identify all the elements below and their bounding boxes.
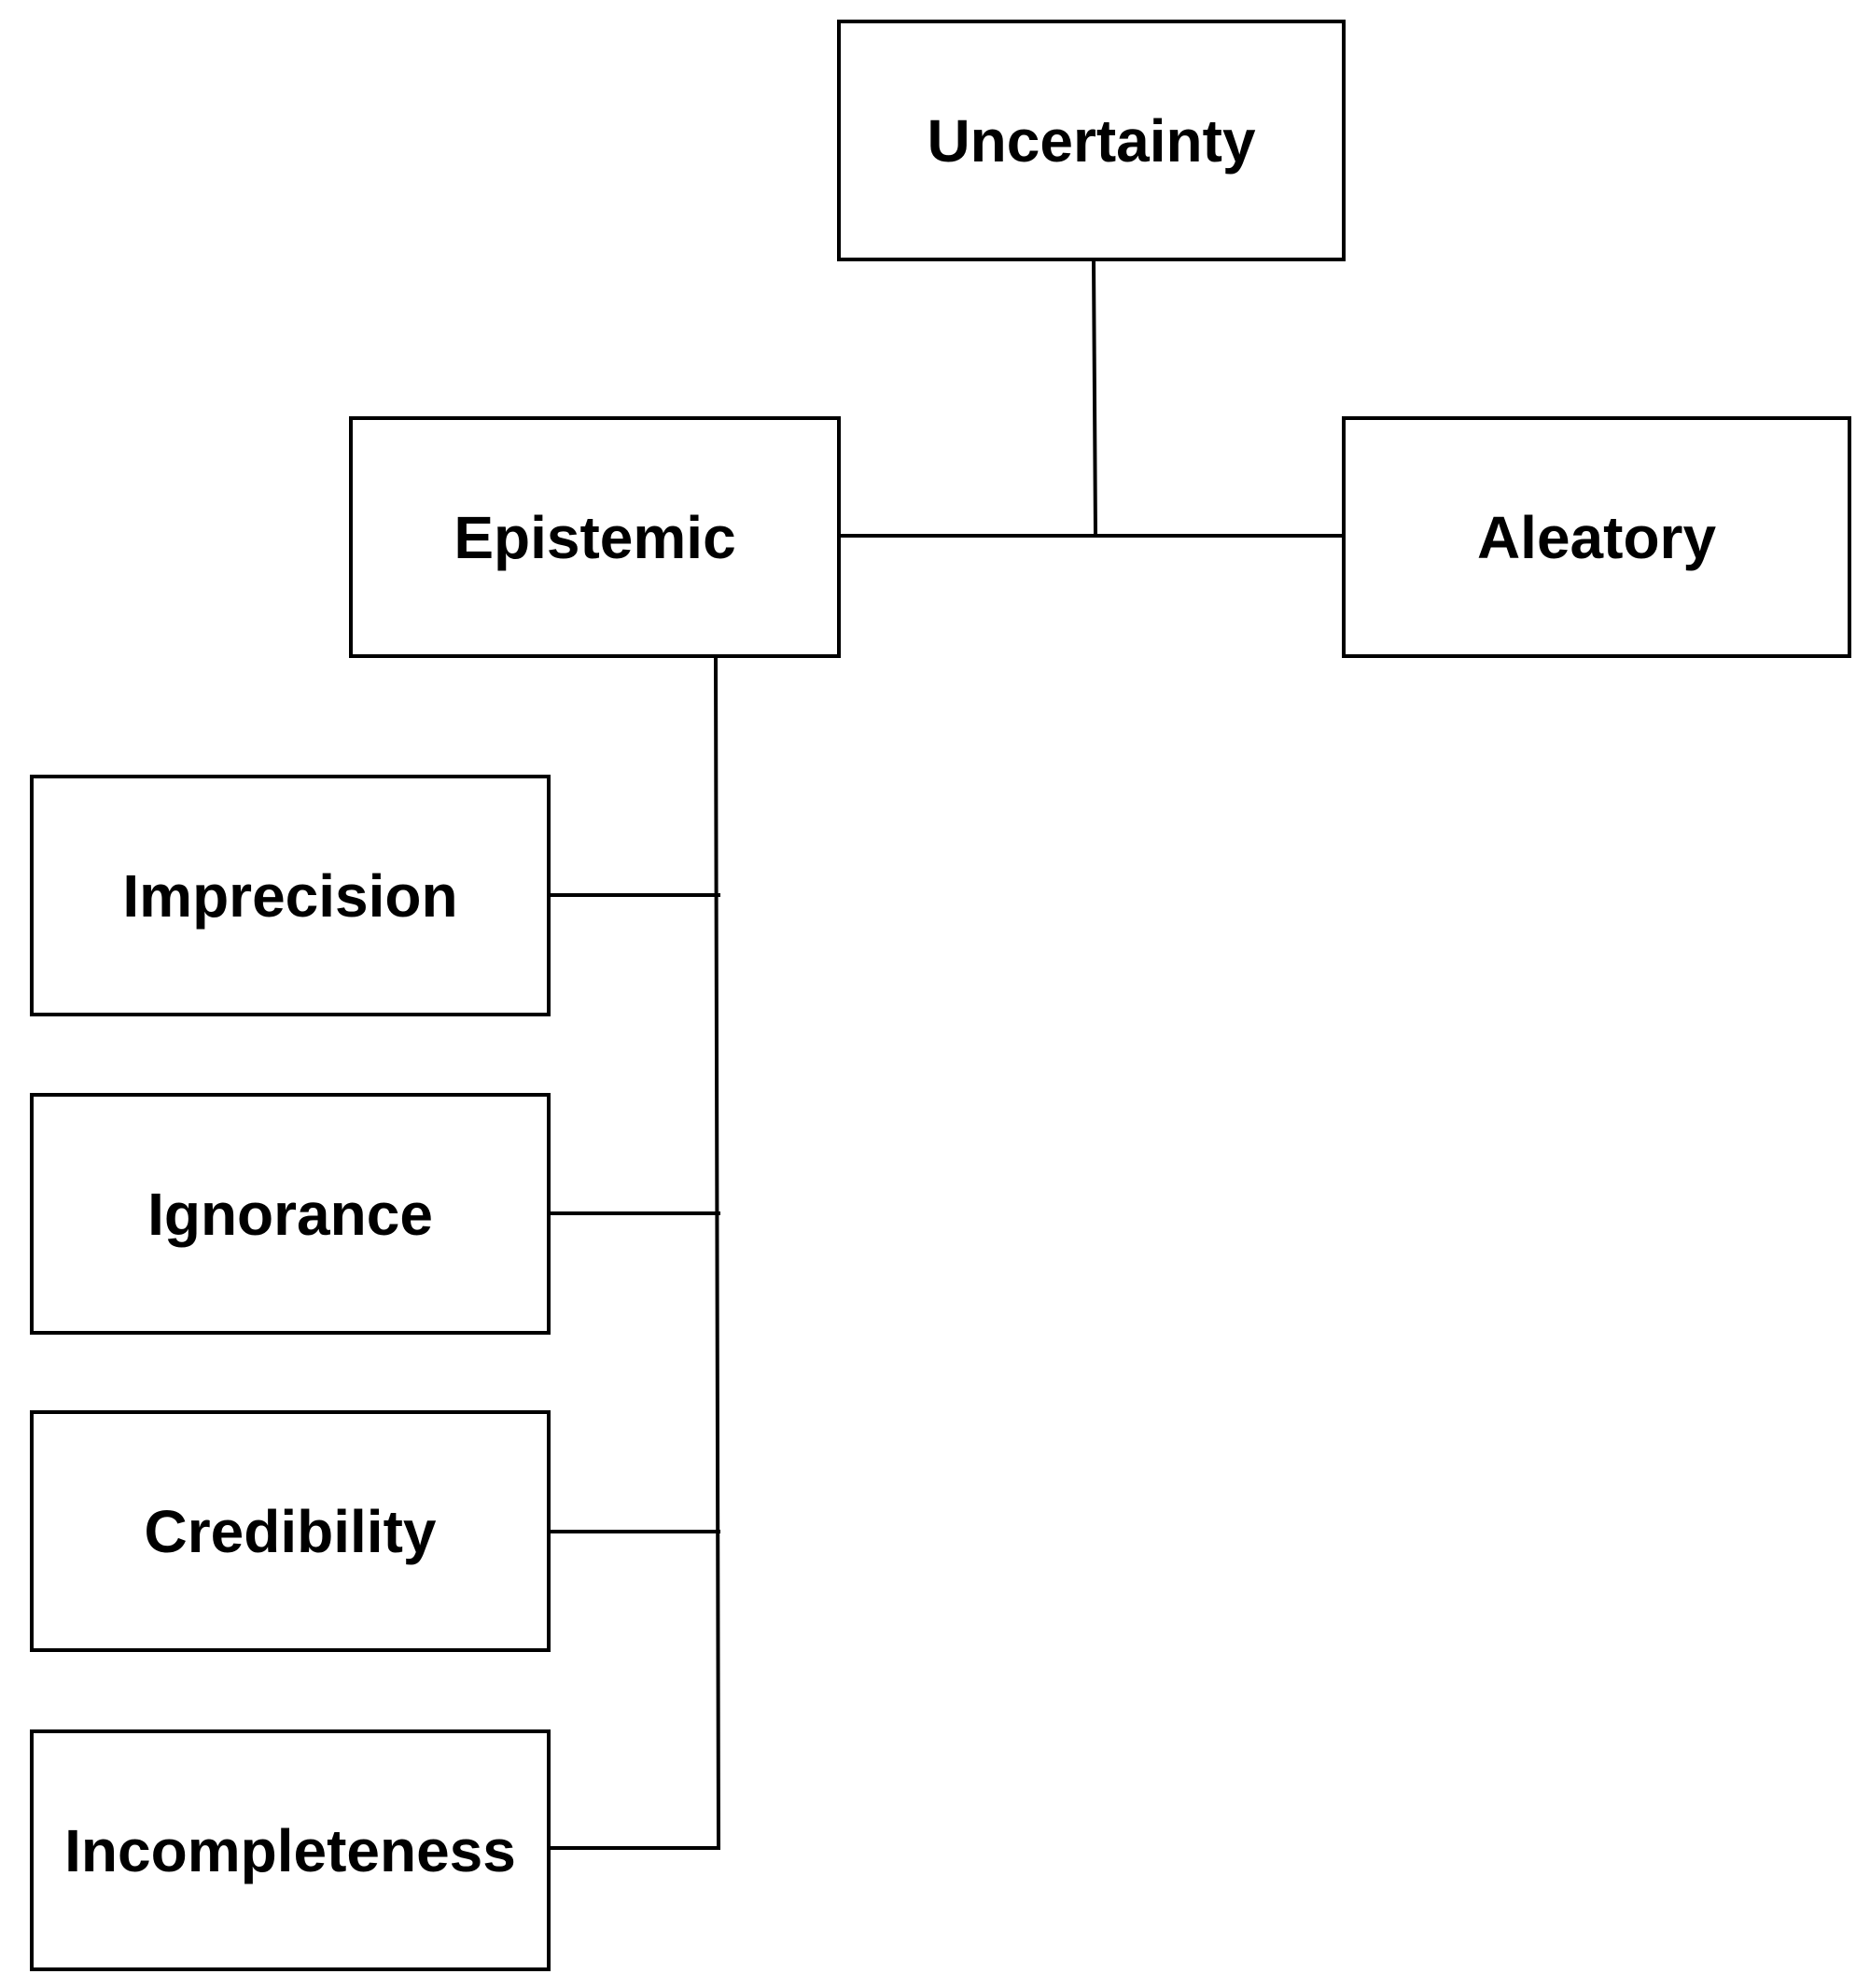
- node-ignorance-label: Ignorance: [147, 1180, 433, 1248]
- node-imprecision: Imprecision: [30, 775, 551, 1016]
- node-credibility: Credibility: [30, 1410, 551, 1652]
- node-aleatory: Aleatory: [1342, 416, 1851, 658]
- root-stem-line: [1091, 258, 1098, 539]
- node-uncertainty-label: Uncertainty: [927, 106, 1256, 175]
- node-ignorance: Ignorance: [30, 1093, 551, 1335]
- node-epistemic: Epistemic: [349, 416, 841, 658]
- node-incompleteness: Incompleteness: [30, 1729, 551, 1971]
- node-incompleteness-label: Incompleteness: [64, 1816, 516, 1884]
- node-epistemic-label: Epistemic: [454, 503, 736, 571]
- node-aleatory-label: Aleatory: [1476, 503, 1717, 571]
- node-credibility-label: Credibility: [144, 1497, 437, 1565]
- epistemic-trunk-line: [713, 655, 721, 1851]
- node-imprecision-label: Imprecision: [122, 861, 458, 930]
- node-uncertainty: Uncertainty: [837, 20, 1346, 261]
